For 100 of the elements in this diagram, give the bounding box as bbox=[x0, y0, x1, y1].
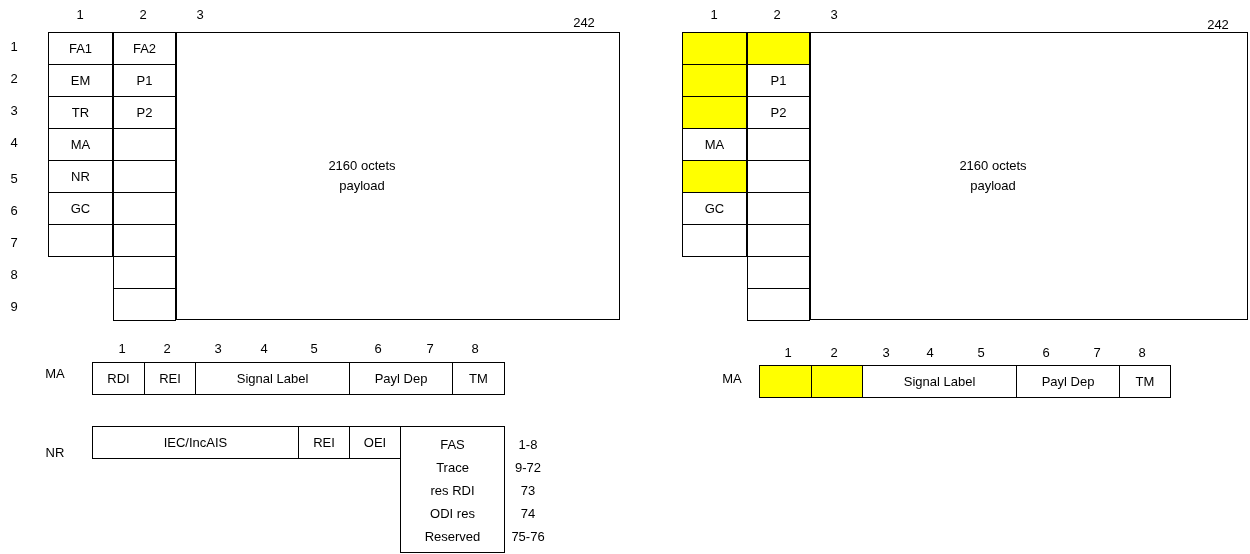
number-label: 3 bbox=[10, 102, 18, 118]
field-label: Signal Label bbox=[903, 374, 976, 389]
overhead-field bbox=[113, 96, 176, 129]
number-label: 6 bbox=[1042, 344, 1050, 360]
number-label: 1 bbox=[10, 38, 18, 54]
overhead-field bbox=[682, 128, 747, 161]
field-label: 2160 octets payload bbox=[327, 157, 397, 195]
number-label: 5 bbox=[310, 340, 318, 356]
overhead-field bbox=[349, 362, 453, 395]
overhead-field bbox=[48, 64, 113, 97]
field-label: GC bbox=[704, 201, 725, 216]
payload-area bbox=[810, 32, 1248, 320]
overhead-field bbox=[113, 64, 176, 97]
field-label: P1 bbox=[136, 73, 153, 88]
number-label: 242 bbox=[573, 14, 595, 30]
field-label: NR bbox=[71, 169, 90, 184]
number-label: 1 bbox=[76, 6, 84, 22]
number-label: 3 bbox=[196, 6, 204, 22]
field-label: FAS bbox=[440, 436, 465, 454]
overhead-field bbox=[1016, 365, 1120, 398]
number-label: 6 bbox=[374, 340, 382, 356]
overhead-field bbox=[349, 426, 401, 459]
number-label: 242 bbox=[1207, 16, 1229, 32]
number-label: 9 bbox=[10, 298, 18, 314]
empty-cell bbox=[113, 288, 176, 321]
overhead-field bbox=[862, 365, 1017, 398]
number-label: 7 bbox=[1093, 344, 1101, 360]
field-label: MA bbox=[704, 137, 725, 152]
number-label: 3 bbox=[882, 344, 890, 360]
field-label: RDI bbox=[107, 371, 130, 386]
overhead-field bbox=[400, 426, 505, 553]
number-label: 1 bbox=[710, 6, 718, 22]
field-label: OEI bbox=[363, 435, 387, 450]
number-label: 5 bbox=[10, 170, 18, 186]
field-label: res RDI bbox=[430, 482, 475, 500]
field-label: Payl Dep bbox=[1041, 374, 1095, 389]
number-label: 5 bbox=[977, 344, 985, 360]
number-label: 8 bbox=[471, 340, 479, 356]
field-label: 2160 octets payload bbox=[958, 157, 1028, 195]
empty-cell bbox=[747, 288, 810, 321]
number-label: 2 bbox=[139, 6, 147, 22]
number-label: 1-8 bbox=[518, 436, 538, 452]
overhead-field bbox=[92, 362, 145, 395]
overhead-field bbox=[682, 192, 747, 225]
overhead-field bbox=[48, 32, 113, 65]
number-label: 75-76 bbox=[511, 528, 545, 544]
number-label: 1 bbox=[118, 340, 126, 356]
number-label: 2 bbox=[163, 340, 171, 356]
field-label: P2 bbox=[136, 105, 153, 120]
number-label: MA bbox=[45, 365, 65, 381]
number-label: 4 bbox=[10, 134, 18, 150]
overhead-field bbox=[48, 160, 113, 193]
number-label: 6 bbox=[10, 202, 18, 218]
number-label: 7 bbox=[10, 234, 18, 250]
number-label: 8 bbox=[10, 266, 18, 282]
number-label: 2 bbox=[10, 70, 18, 86]
overhead-field bbox=[298, 426, 350, 459]
overhead-field bbox=[195, 362, 350, 395]
overhead-field bbox=[144, 362, 196, 395]
field-label: TM bbox=[1135, 374, 1155, 389]
field-label: Reserved bbox=[424, 528, 481, 546]
field-label: FA1 bbox=[68, 41, 93, 56]
field-label: P1 bbox=[770, 73, 787, 88]
empty-cell bbox=[113, 256, 176, 289]
number-label: 1 bbox=[784, 344, 792, 360]
number-label: 2 bbox=[773, 6, 781, 22]
number-label: 3 bbox=[214, 340, 222, 356]
field-label: FA2 bbox=[132, 41, 157, 56]
number-label: 3 bbox=[830, 6, 838, 22]
field-label: EM bbox=[70, 73, 91, 88]
field-label: TM bbox=[469, 371, 488, 386]
field-label: Payl Dep bbox=[374, 371, 428, 386]
number-label: 2 bbox=[830, 344, 838, 360]
number-label: 8 bbox=[1138, 344, 1146, 360]
field-label: P2 bbox=[770, 105, 787, 120]
number-label: 73 bbox=[520, 482, 536, 498]
overhead-field bbox=[452, 362, 505, 395]
field-label: GC bbox=[70, 201, 91, 216]
number-label: 4 bbox=[260, 340, 268, 356]
overhead-field bbox=[48, 192, 113, 225]
field-label: ODI res bbox=[430, 505, 475, 523]
payload-area bbox=[176, 32, 620, 320]
number-label: NR bbox=[45, 444, 65, 460]
number-label: 7 bbox=[426, 340, 434, 356]
overhead-field bbox=[48, 96, 113, 129]
number-label: 9-72 bbox=[515, 459, 541, 475]
field-label: REI bbox=[313, 435, 335, 450]
number-label: 4 bbox=[926, 344, 934, 360]
field-label: Trace bbox=[436, 459, 469, 477]
overhead-field bbox=[747, 64, 810, 97]
number-label: 74 bbox=[520, 505, 536, 521]
overhead-field bbox=[747, 96, 810, 129]
field-label: TR bbox=[71, 105, 90, 120]
overhead-field bbox=[113, 32, 176, 65]
field-label: MA bbox=[70, 137, 91, 152]
overhead-field bbox=[1119, 365, 1171, 398]
overhead-field bbox=[92, 426, 299, 459]
number-label: MA bbox=[722, 370, 742, 386]
overhead-field bbox=[48, 128, 113, 161]
field-label: Signal Label bbox=[236, 371, 309, 386]
